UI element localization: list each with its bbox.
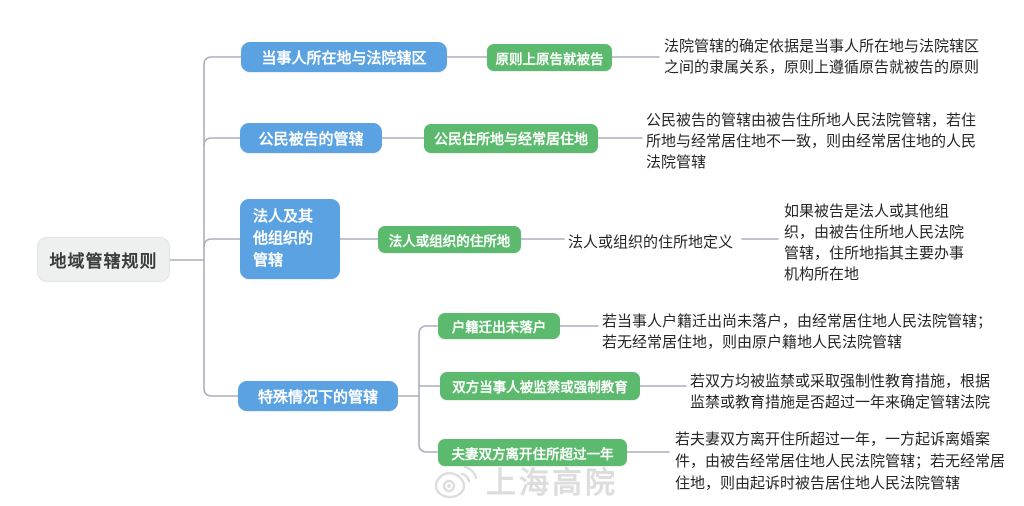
branch-citizen-defendant-jurisdiction: 公民被告的管辖 (240, 123, 382, 153)
leaf-domicile-habitual-residence: 公民住所地与经常居住地 (424, 124, 598, 153)
midlabel-org-domicile-definition: 法人或组织的住所地定义 (568, 234, 734, 251)
branch-legal-person-org-jurisdiction: 法人及其他组织的管辖 (240, 199, 340, 279)
leaf-plaintiff-follows-defendant: 原则上原告就被告 (487, 44, 612, 71)
desc-legal-person-org-jurisdiction: 如果被告是法人或其他组织，由被告住所地人民法院管辖，住所地指其主要办事机构所在地 (784, 203, 965, 283)
leaf-both-parties-imprisoned: 双方当事人被监禁或强制教育 (440, 372, 640, 400)
watermark: 上海高院 (433, 458, 618, 502)
connector-root-branch1 (169, 56, 242, 261)
weibo-logo-icon (434, 465, 477, 499)
root-node-territorial-jurisdiction: 地域管辖规则 (37, 237, 170, 282)
desc-both-parties-imprisoned: 若双方均被监禁或采取强制性教育措施，根据监禁或教育措施是否超过一年来确定管辖法院 (690, 373, 991, 411)
connector-root-branch4 (203, 259, 239, 397)
leaf-legal-person-org-domicile: 法人或组织的住所地 (378, 226, 521, 253)
connector-branch4-child3 (418, 395, 438, 453)
leaf-household-registration-moved-out: 户籍迁出未落户 (438, 313, 560, 339)
leaf-spouses-away-over-one-year: 夫妻双方离开住所超过一年 (438, 439, 627, 466)
branch-special-case-jurisdiction: 特殊情况下的管辖 (238, 381, 398, 411)
branch-party-location-court-district: 当事人所在地与法院辖区 (241, 42, 447, 72)
desc-spouses-away-over-one-year: 若夫妻双方离开住所超过一年，一方起诉离婚案件，由被告经常居住地人民法院管辖；若无… (675, 431, 1006, 492)
connector-root-branch2 (203, 137, 241, 147)
watermark-text: 上海高院 (486, 467, 618, 500)
desc-citizen-defendant-jurisdiction: 公民被告的管辖由被告住所地人民法院管辖，若住所地与经常居住地不一致，则由经常居住… (646, 112, 977, 171)
connector-root-branch3 (203, 238, 241, 248)
desc-party-location-court-district: 法院管辖的确定依据是当事人所在地与法院辖区之间的隶属关系，原则上遵循原告就被告的… (664, 38, 980, 76)
connector-branch4-child1 (418, 325, 438, 397)
desc-household-registration-moved-out: 若当事人户籍迁出尚未落户，由经常居住地人民法院管辖；若无经常居住地，则由原户籍地… (602, 313, 993, 351)
